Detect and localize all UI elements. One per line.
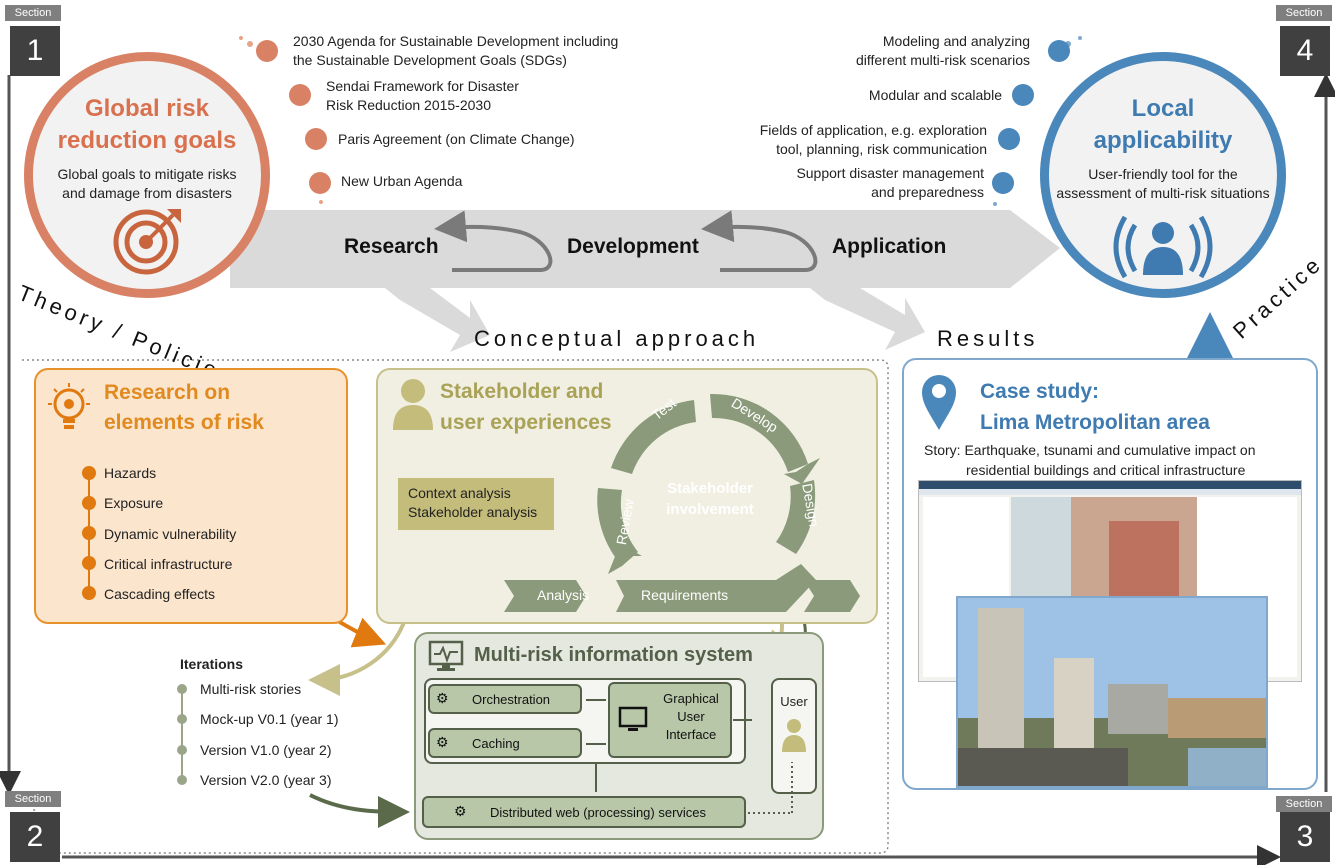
- gui-button[interactable]: Graphical User Interface: [608, 682, 732, 758]
- results-label: Results: [937, 326, 1039, 351]
- context-analysis-2: Stakeholder analysis: [408, 504, 538, 520]
- stakeholder-title-1: Stakeholder and: [440, 380, 604, 403]
- monitor-chart-icon: [428, 640, 464, 671]
- stakeholder-center-1: Stakeholder: [667, 480, 753, 497]
- mris-title: Multi-risk information system: [474, 644, 753, 666]
- local-item-2: Modular and scalable: [868, 87, 1002, 103]
- services-button[interactable]: ⚙ Distributed web (processing) services: [422, 796, 746, 828]
- global-goals-circle: Global risk reduction goals Global goals…: [24, 52, 270, 298]
- section-1-tag: Section: [5, 5, 61, 21]
- gui-label-1: Graphical: [663, 691, 719, 706]
- local-title-2: applicability: [1093, 127, 1233, 154]
- global-goals-desc-1: Global goals to mitigate risks: [57, 166, 237, 182]
- risk-item-exposure: Exposure: [104, 495, 164, 511]
- global-goals-desc-2: and damage from disasters: [62, 185, 232, 201]
- iterations-title: Iterations: [180, 656, 244, 672]
- context-analysis-1: Context analysis: [408, 485, 511, 501]
- local-applicability-circle: Local applicability User-friendly tool f…: [1040, 52, 1286, 298]
- research-elements-box: Research on elements of risk Hazards Exp…: [34, 368, 348, 624]
- case-study-title-2: Lima Metropolitan area: [980, 411, 1210, 434]
- location-pin-icon: [922, 375, 956, 430]
- stakeholder-title-2: user experiences: [440, 411, 612, 434]
- section-4-number: 4: [1280, 26, 1330, 76]
- user-box: User: [771, 678, 817, 794]
- user-icon: [782, 719, 806, 752]
- goal-bullet-4: [309, 172, 331, 194]
- orchestration-button[interactable]: ⚙ Orchestration: [428, 684, 582, 714]
- orchestration-label: Orchestration: [472, 692, 551, 707]
- gear-icon: ⚙: [454, 803, 467, 819]
- case-study-title-1: Case study:: [980, 380, 1100, 403]
- iteration-4: Version V2.0 (year 3): [200, 772, 332, 788]
- risk-item-vulnerability: Dynamic vulnerability: [104, 526, 237, 542]
- risk-item-hazards: Hazards: [104, 465, 157, 481]
- lima-photo: [956, 596, 1268, 788]
- mris-connectors: [586, 699, 793, 814]
- case-study-story-1: Story: Earthquake, tsunami and cumulativ…: [924, 442, 1256, 458]
- goal-item-4: New Urban Agenda: [341, 173, 463, 189]
- local-desc-2: assessment of multi-risk situations: [1056, 185, 1270, 201]
- section-3-tag: Section: [1276, 796, 1332, 812]
- gui-label-3: Interface: [665, 727, 717, 742]
- iteration-1: Multi-risk stories: [200, 681, 302, 697]
- goal-item-3: Paris Agreement (on Climate Change): [338, 131, 575, 147]
- local-bullet-4: [992, 172, 1014, 194]
- gui-label-2: User: [677, 709, 705, 724]
- context-analysis-box: Context analysis Stakeholder analysis: [398, 478, 554, 530]
- person-icon: [393, 379, 433, 430]
- local-bullet-1: [1048, 40, 1070, 62]
- stage-development: Development: [567, 235, 699, 258]
- local-bullet-3: [998, 128, 1020, 150]
- section-1-number: 1: [10, 26, 60, 76]
- iteration-3: Version V1.0 (year 2): [200, 742, 332, 758]
- research-elements-title-2: elements of risk: [104, 411, 264, 434]
- local-title-1: Local: [1131, 95, 1195, 122]
- stage-research: Research: [344, 235, 439, 258]
- section-2-number: 2: [10, 812, 60, 862]
- stakeholder-cycle: [504, 393, 860, 612]
- lightbulb-gear-icon: [48, 383, 90, 429]
- global-goals-title-1: Global risk: [84, 95, 210, 122]
- conceptual-approach-label: Conceptual approach: [474, 326, 760, 351]
- iteration-2: Mock-up V0.1 (year 1): [200, 711, 339, 727]
- services-label: Distributed web (processing) services: [490, 805, 707, 820]
- analysis-label: Analysis: [537, 587, 590, 603]
- research-elements-title-1: Research on: [104, 381, 231, 404]
- stakeholder-center-2: involvement: [666, 501, 754, 518]
- caching-label: Caching: [472, 736, 520, 751]
- target-icon: [113, 209, 181, 275]
- stage-application: Application: [832, 235, 947, 258]
- section-3-number: 3: [1280, 812, 1330, 862]
- user-label: User: [780, 694, 808, 709]
- requirements-label: Requirements: [641, 587, 729, 603]
- section-4-tag: Section: [1276, 5, 1332, 21]
- goal-bullet-3: [305, 128, 327, 150]
- local-bullet-2: [1012, 84, 1034, 106]
- goal-bullet-1: [256, 40, 278, 62]
- section-2-tag: Section: [5, 791, 61, 807]
- case-study-story-2: residential buildings and critical infra…: [966, 462, 1246, 478]
- monitor-icon: [618, 706, 648, 731]
- user-broadcast-icon: [1113, 215, 1213, 279]
- risk-item-infrastructure: Critical infrastructure: [104, 556, 233, 572]
- goal-item-1: 2030 Agenda for Sustainable Development …: [293, 33, 619, 68]
- gear-icon: ⚙: [436, 734, 449, 750]
- local-desc-1: User-friendly tool for the: [1088, 166, 1238, 182]
- global-goals-title-2: reduction goals: [57, 127, 237, 154]
- gear-icon: ⚙: [436, 690, 449, 706]
- risk-item-cascading: Cascading effects: [104, 586, 216, 602]
- caching-button[interactable]: ⚙ Caching: [428, 728, 582, 758]
- goal-bullet-2: [289, 84, 311, 106]
